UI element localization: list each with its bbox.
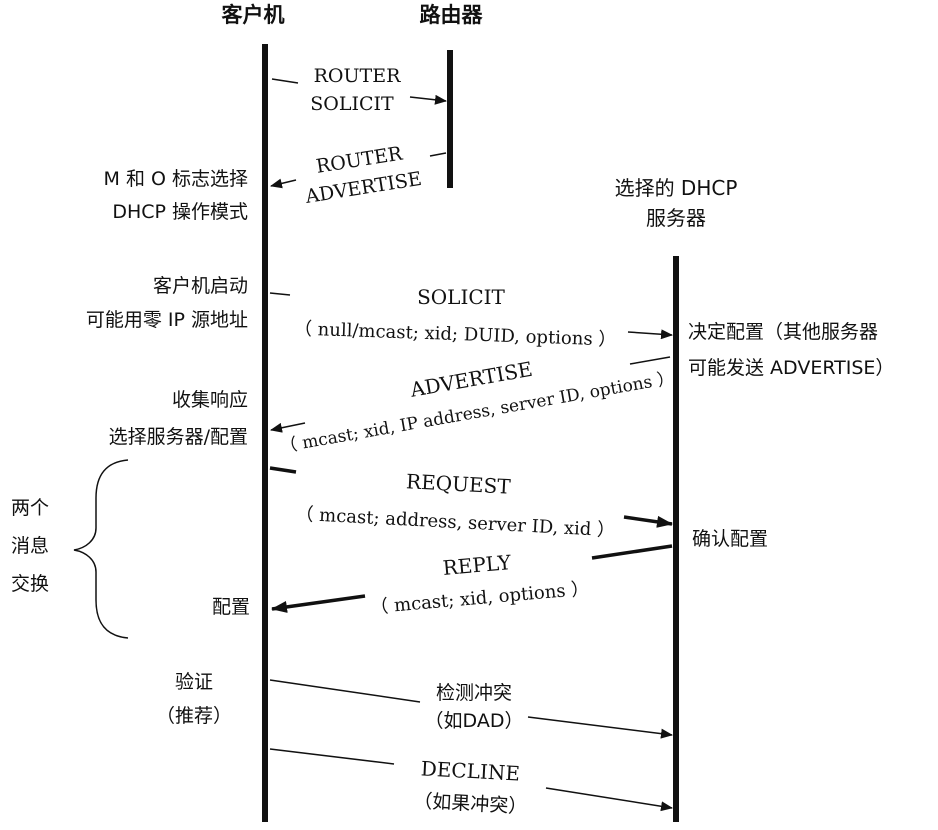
solicit-arrow <box>627 329 673 340</box>
detect-conflict-label-2: （如DAD） <box>425 710 524 732</box>
note-verify-1: 验证 <box>175 671 213 693</box>
note-verify-2: （推荐） <box>156 705 232 727</box>
note-server-decide-1: 决定配置（其他服务器 <box>688 321 878 343</box>
decline-label-1: DECLINE <box>420 756 520 785</box>
message-exchange-brace <box>73 459 129 639</box>
detect-conflict-label-1: 检测冲突 <box>436 682 512 704</box>
solicit-label-2: （ null/mcast; xid; DUID, options ） <box>294 318 617 350</box>
note-server-decide-2: 可能发送 ADVERTISE） <box>688 357 894 379</box>
solicit-label-1: SOLICIT <box>417 285 505 309</box>
detect-conflict-arrow-tail <box>269 679 421 703</box>
router-label: 路由器 <box>420 3 484 27</box>
router-solicit-arrow-tail <box>271 78 299 84</box>
note-collect-2: 选择服务器/配置 <box>109 426 248 448</box>
router-solicit-label-2: SOLICIT <box>310 93 394 115</box>
request-arrow <box>623 515 673 528</box>
brace-label-1: 两个 <box>11 497 49 519</box>
router-solicit-label-1: ROUTER <box>314 65 401 87</box>
client-label: 客户机 <box>222 3 285 27</box>
reply-labels: REPLY （ mcast; xid, options ） <box>370 550 590 618</box>
reply-label-2: （ mcast; xid, options ） <box>370 578 590 618</box>
brace-label-2: 消息 <box>11 535 49 557</box>
reply-arrow <box>271 594 366 613</box>
reply-label-1: REPLY <box>442 550 513 580</box>
note-collect-1: 收集响应 <box>172 389 248 411</box>
decline-arrow <box>545 787 673 812</box>
advertise-arrow <box>270 422 306 433</box>
server-label-line1: 选择的 DHCP <box>615 176 738 200</box>
advertise-arrow-tail <box>629 356 671 365</box>
note-server-confirm: 确认配置 <box>692 528 768 550</box>
request-label-2: （ mcast; address, server ID, xid ） <box>295 504 616 542</box>
request-arrow-tail <box>269 466 297 474</box>
note-mode-select-2: DHCP 操作模式 <box>112 201 248 223</box>
note-mode-select-1: M 和 O 标志选择 <box>104 168 248 190</box>
reply-arrow-tail <box>591 544 673 560</box>
note-client-start-1: 客户机启动 <box>153 275 248 297</box>
solicit-arrow-tail <box>269 292 291 296</box>
detect-conflict-arrow <box>527 716 673 739</box>
server-label-line2: 服务器 <box>646 206 706 230</box>
note-configure: 配置 <box>212 596 250 618</box>
router-advertise-arrow-tail <box>429 152 447 157</box>
decline-arrow-tail <box>269 748 395 765</box>
advertise-labels: ADVERTISE （ mcast; xid, IP address, serv… <box>279 357 676 458</box>
brace-label-3: 交换 <box>11 573 49 595</box>
router-advertise-arrow <box>270 178 297 189</box>
note-client-start-2: 可能用零 IP 源地址 <box>86 309 248 331</box>
router-advertise-labels: ROUTER ADVERTISE <box>303 142 423 208</box>
request-label-1: REQUEST <box>406 469 512 498</box>
router-solicit-arrow <box>409 94 447 105</box>
decline-label-2: （如果冲突） <box>413 790 528 818</box>
